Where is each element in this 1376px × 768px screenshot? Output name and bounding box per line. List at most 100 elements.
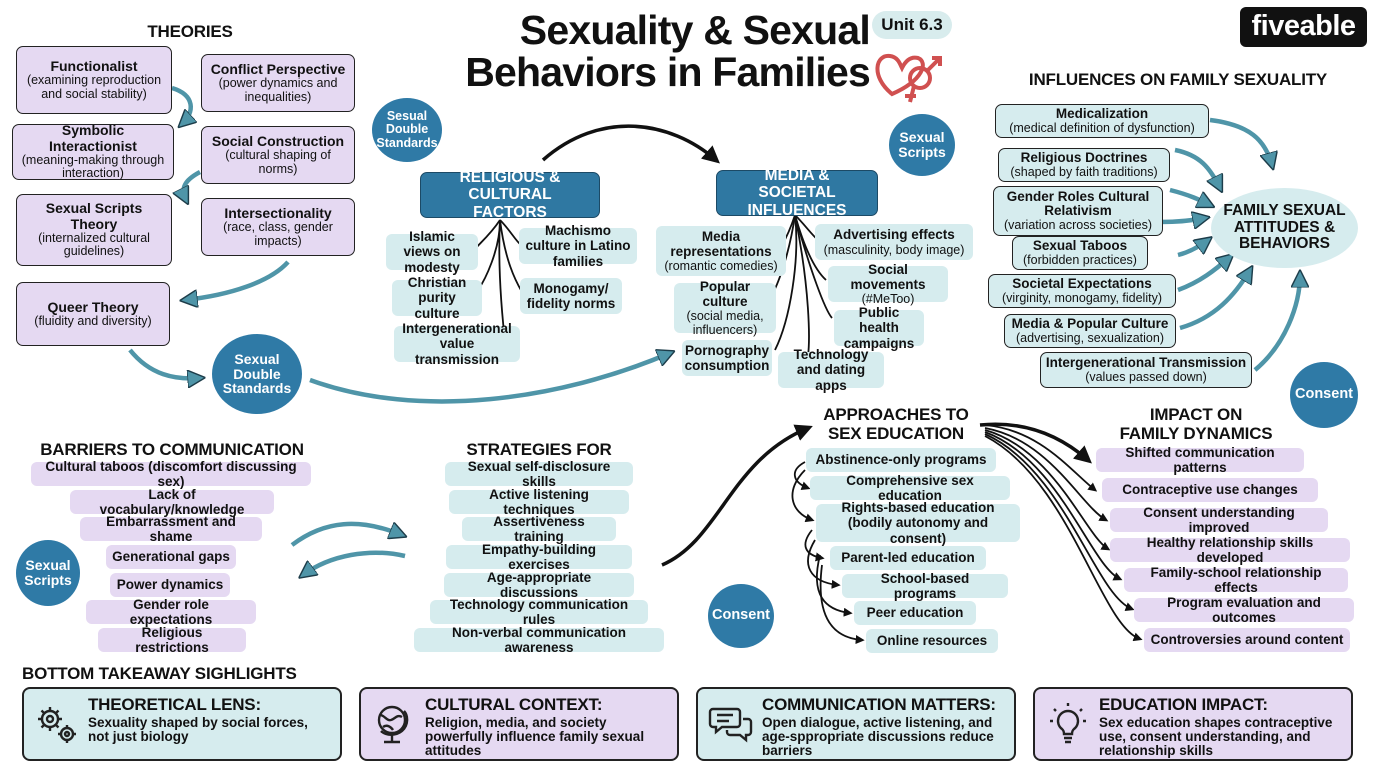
approach-item: School-based programs [842, 571, 1008, 601]
page-title: Sexuality & Sexual Behaviors in Families [430, 7, 871, 95]
takeaway-body: Sex education shapes contraceptive use, … [1099, 715, 1333, 759]
media-item: Media representations (romantic comedies… [656, 226, 786, 276]
circle-scripts-top: Sexual Scripts [889, 114, 955, 176]
media-item-title: Popular culture [699, 278, 751, 309]
theory-sub: (power dynamics and inequalities) [218, 76, 338, 104]
impact-item: Shifted communication patterns [1096, 445, 1304, 475]
strategy-item: Active listening techniques [449, 487, 629, 517]
strategy-item: Non-verbal communication awareness [414, 625, 664, 655]
theory-title: Functionalist [50, 57, 138, 74]
media-item: Popular culture (social media, influence… [674, 279, 776, 337]
theory-intersectionality: Intersectionality (race, class, gender i… [201, 198, 355, 256]
religious-item: Islamic views on modesty [386, 229, 478, 275]
approaches-heading: APPROACHES TO SEX EDUCATION [808, 405, 984, 443]
theory-functionalist: Functionalist (examining reproduction an… [16, 46, 172, 114]
title-line-2: Behaviors in Families [465, 49, 871, 95]
theory-symbolic-interactionist: Symbolic Interactionist (meaning-making … [12, 123, 174, 181]
theory-title: Social Construction [211, 132, 345, 149]
title-line-1: Sexuality & Sexual [519, 7, 871, 53]
theory-sub: (examining reproduction and social stabi… [26, 73, 162, 101]
influence-title: Medicalization [1055, 105, 1149, 121]
impact-heading: IMPACT ON FAMILY DYNAMICS [1098, 405, 1294, 443]
takeaway-communication: COMMUNICATION MATTERS: Open dialogue, ac… [696, 687, 1016, 761]
takeaway-theoretical-lens: THEORETICAL LENS: Sexuality shaped by so… [22, 687, 342, 761]
influence-item: Media & Popular Culture (advertising, se… [1004, 314, 1176, 348]
media-item: Social movements (#MeToo) [828, 262, 948, 306]
approach-item: Parent-led education [830, 546, 986, 570]
theory-sexual-scripts: Sexual Scripts Theory (internalized cult… [16, 194, 172, 266]
barrier-item: Lack of vocabulary/knowledge [70, 487, 274, 517]
media-item-sub: (social media, influencers) [686, 309, 764, 338]
impact-heading-line: IMPACT ON [1149, 405, 1243, 424]
strategy-item: Technology communication rules [430, 597, 648, 627]
speech-bubbles-icon [708, 707, 753, 743]
strategy-item: Empathy-building exercises [446, 542, 632, 572]
theories-heading: THEORIES [147, 22, 233, 41]
theory-sub: (meaning-making through interaction) [21, 152, 165, 181]
approach-item: Abstinence-only programs [806, 448, 996, 472]
influence-sub: (advertising, sexualization) [1016, 330, 1164, 345]
takeaway-title: EDUCATION IMPACT: [1099, 695, 1268, 714]
circle-double-standards-top: Sesual Double Standards [372, 98, 442, 162]
media-item: Public health campaigns [834, 305, 924, 351]
barrier-item: Generational gaps [106, 545, 236, 569]
theory-sub: (cultural shaping of norms) [225, 148, 331, 176]
takeaway-education: EDUCATION IMPACT: Sex education shapes c… [1033, 687, 1353, 761]
family-attitudes-target: FAMILY SEXUAL ATTITUDES & BEHAVIORS [1211, 188, 1358, 268]
impact-item: Contraceptive use changes [1102, 478, 1318, 502]
influence-title: Media & Popular Culture [1011, 315, 1169, 331]
religious-item: Intergenerational value transmission [394, 321, 520, 367]
approach-item: Peer education [854, 601, 976, 625]
impact-item: Program evaluation and outcomes [1134, 595, 1354, 625]
fiveable-logo: fiveable [1240, 7, 1367, 47]
influence-sub: (virginity, monogamy, fidelity) [1002, 290, 1162, 305]
influence-title: Gender Roles Cultural Relativism [1006, 188, 1150, 219]
religious-item: Machismo culture in Latino families [519, 223, 637, 269]
media-item-title: Media representations [670, 228, 772, 259]
barriers-heading: BARRIERS TO COMMUNICATION [40, 440, 304, 459]
influence-sub: (shaped by faith traditions) [1010, 164, 1158, 179]
takeaway-title: CULTURAL CONTEXT: [425, 695, 603, 714]
influence-title: Sexual Taboos [1032, 237, 1128, 253]
globe-icon [377, 705, 409, 744]
barrier-item: Cultural taboos (discomfort discussing s… [31, 459, 311, 489]
media-item: Technology and dating apps [778, 347, 884, 393]
influence-item: Religious Doctrines (shaped by faith tra… [998, 148, 1170, 182]
impact-item: Consent understanding improved [1110, 505, 1328, 535]
influence-item: Sexual Taboos (forbidden practices) [1012, 236, 1148, 270]
influence-item: Medicalization (medical definition of dy… [995, 104, 1209, 138]
strategy-item: Sexual self-disclosure skills [445, 459, 633, 489]
theory-social-construction: Social Construction (cultural shaping of… [201, 126, 355, 184]
media-item: Advertising effects (masculinity, body i… [815, 224, 973, 260]
barrier-item: Gender role expectations [86, 597, 256, 627]
approach-item: Comprehensive sex education [810, 473, 1010, 503]
heart-gender-symbols-icon [875, 53, 942, 103]
media-item-sub: (romantic comedies) [664, 259, 778, 274]
takeaway-body: Religion, media, and society powerfully … [425, 715, 645, 759]
theory-sub: (race, class, gender impacts) [223, 220, 333, 248]
influences-heading: INFLUENCES ON FAMILY SEXUALITY [1028, 70, 1328, 89]
circle-consent-mid: Consent [708, 584, 774, 648]
takeaway-body: Sexuality shaped by social forces, not j… [88, 715, 308, 745]
theory-title: Queer Theory [47, 298, 139, 315]
impact-item: Controversies around content [1144, 628, 1350, 652]
takeaway-cultural-context: CULTURAL CONTEXT: Religion, media, and s… [359, 687, 679, 761]
circle-scripts-left: Sexual Scripts [16, 540, 80, 606]
religious-heading: RELIGIOUS & CULTURAL FACTORS [420, 169, 600, 221]
theory-conflict: Conflict Perspective (power dynamics and… [201, 54, 355, 112]
media-item-sub: (masculinity, body image) [823, 242, 965, 257]
theory-title: Conflict Perspective [210, 60, 346, 77]
media-item-title: Advertising effects [833, 227, 955, 243]
religious-item: Monogamy/ fidelity norms [520, 278, 622, 314]
media-item: Pornography consumption [682, 340, 772, 376]
takeaways-heading: BOTTOM TAKEAWAY SIGHLIGHTS [22, 664, 297, 683]
influence-sub: (forbidden practices) [1023, 252, 1137, 267]
takeaway-body: Open dialogue, active listening, and age… [762, 715, 994, 759]
strategy-item: Age-appropriate discussions [444, 570, 634, 600]
theory-title: Intersectionality [224, 204, 332, 221]
theory-title: Sexual Scripts Theory [45, 200, 143, 232]
takeaway-title: THEORETICAL LENS: [88, 695, 261, 714]
influence-item: Societal Expectations (virginity, monoga… [988, 274, 1176, 308]
media-item-sub: (#MeToo) [861, 292, 915, 307]
